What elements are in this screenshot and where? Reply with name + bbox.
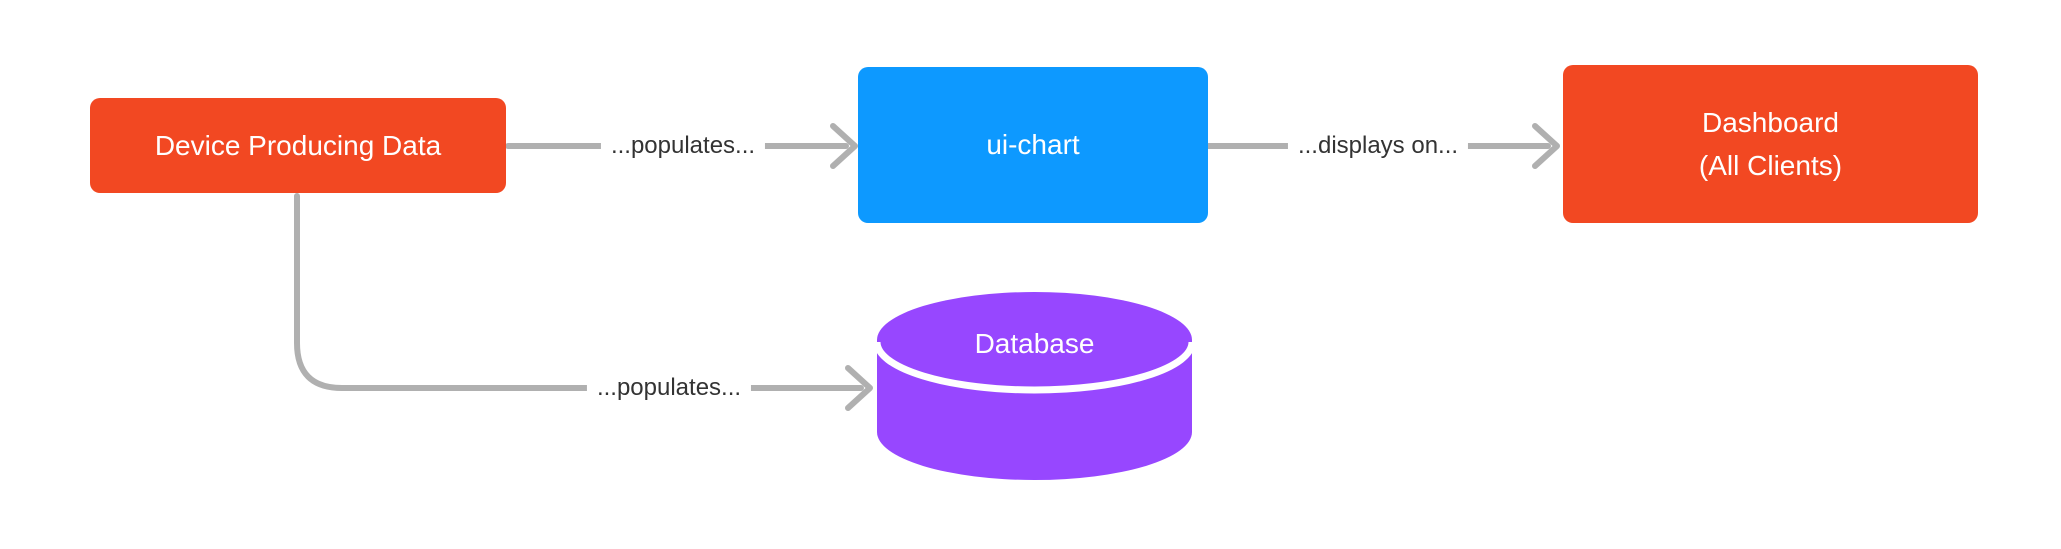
node-device-producing-data[interactable]: Device Producing Data	[90, 98, 506, 193]
node-label: Database	[974, 328, 1095, 359]
node-label: ui-chart	[986, 129, 1080, 161]
node-database-cylinder[interactable]: Database	[877, 292, 1192, 480]
edge-label-populates-top[interactable]: ...populates...	[600, 130, 766, 162]
node-label: Device Producing Data	[154, 129, 442, 161]
arrowhead-icon	[1532, 123, 1560, 169]
cylinder-gap-line	[877, 341, 1192, 394]
node-ui-chart[interactable]: ui-chart	[858, 67, 1208, 223]
node-label-line2: (All Clients)	[1698, 150, 1843, 181]
node-label-line1: Dashboard	[1702, 106, 1839, 138]
edge-label-displays-on[interactable]: ...displays on...	[1287, 130, 1469, 162]
cylinder-body	[877, 292, 1192, 480]
arrowhead-icon	[830, 123, 858, 169]
edge-label-populates-bottom[interactable]: ...populates...	[586, 372, 752, 404]
arrowhead-icon	[845, 365, 873, 411]
node-dashboard-all-clients[interactable]: Dashboard (All Clients)	[1563, 65, 1978, 223]
edge-device-to-database-line[interactable]	[294, 193, 864, 391]
database-cylinder-icon	[877, 292, 1192, 480]
